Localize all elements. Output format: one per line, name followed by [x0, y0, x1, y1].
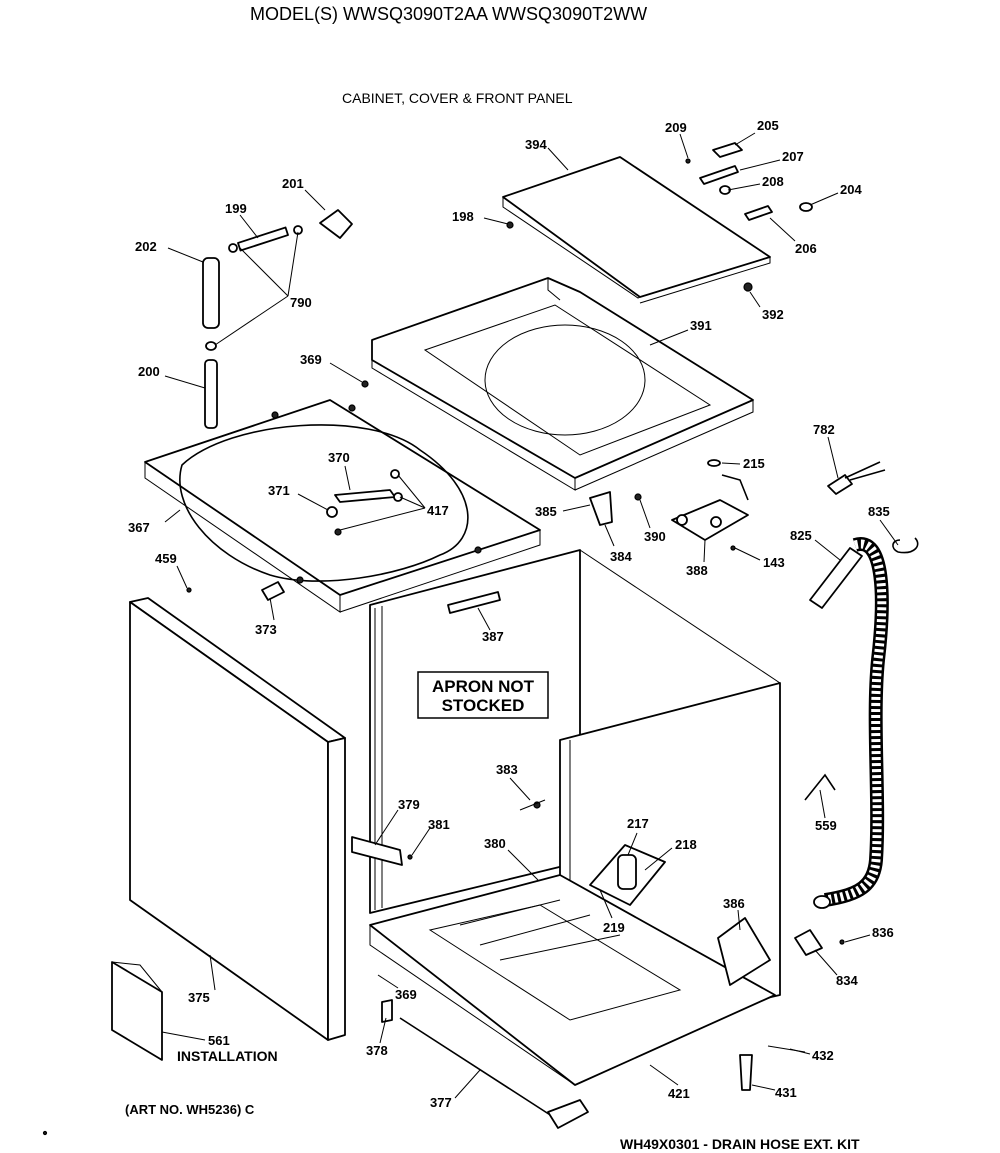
label-205: 205 — [757, 118, 779, 133]
label-378: 378 — [366, 1043, 388, 1058]
label-384: 384 — [610, 549, 632, 564]
front-panel-part — [129, 597, 346, 1041]
label-219: 219 — [603, 920, 625, 935]
installation-envelope — [111, 961, 163, 1061]
label-367: 367 — [128, 520, 150, 535]
label-417: 417 — [427, 503, 449, 518]
drain-hose-kit-note: WH49X0301 - DRAIN HOSE EXT. KIT — [620, 1136, 860, 1152]
drain-hose-part — [809, 537, 889, 909]
label-386: 386 — [723, 896, 745, 911]
part-labels: 394 209 205 207 208 204 206 198 392 391 … — [128, 118, 894, 1110]
label-387: 387 — [482, 629, 504, 644]
hinge-parts — [506, 142, 813, 292]
label-208: 208 — [762, 174, 784, 189]
label-375: 375 — [188, 990, 210, 1005]
label-369-bottom: 369 — [395, 987, 417, 1002]
label-369-top: 369 — [300, 352, 322, 367]
label-200: 200 — [138, 364, 160, 379]
label-381: 381 — [428, 817, 450, 832]
label-561: 561 — [208, 1033, 230, 1048]
label-379: 379 — [398, 797, 420, 812]
label-459: 459 — [155, 551, 177, 566]
label-198: 198 — [452, 209, 474, 224]
label-202: 202 — [135, 239, 157, 254]
label-218: 218 — [675, 837, 697, 852]
label-207: 207 — [782, 149, 804, 164]
label-421: 421 — [668, 1086, 690, 1101]
suspension-parts — [202, 209, 353, 429]
label-782: 782 — [813, 422, 835, 437]
label-835: 835 — [868, 504, 890, 519]
label-836: 836 — [872, 925, 894, 940]
label-834: 834 — [836, 973, 858, 988]
label-392: 392 — [762, 307, 784, 322]
label-377: 377 — [430, 1095, 452, 1110]
control-hardware — [589, 459, 919, 554]
label-380: 380 — [484, 836, 506, 851]
label-204: 204 — [840, 182, 862, 197]
label-217: 217 — [627, 816, 649, 831]
label-370: 370 — [328, 450, 350, 465]
lid-part — [502, 156, 771, 304]
section-title: CABINET, COVER & FRONT PANEL — [342, 90, 573, 106]
label-385: 385 — [535, 504, 557, 519]
art-number: (ART NO. WH5236) C — [125, 1102, 255, 1117]
model-line: MODEL(S) WWSQ3090T2AA WWSQ3090T2WW — [250, 4, 647, 24]
label-383: 383 — [496, 762, 518, 777]
label-825: 825 — [790, 528, 812, 543]
label-199: 199 — [225, 201, 247, 216]
label-201: 201 — [282, 176, 304, 191]
apron-note-box: APRON NOT STOCKED — [417, 671, 549, 719]
label-209: 209 — [665, 120, 687, 135]
label-215: 215 — [743, 456, 765, 471]
base-hardware — [186, 380, 403, 601]
apron-note-line1: APRON NOT — [432, 677, 535, 696]
label-432: 432 — [812, 1048, 834, 1063]
label-559: 559 — [815, 818, 837, 833]
label-373: 373 — [255, 622, 277, 637]
installation-label: INSTALLATION — [177, 1048, 278, 1064]
top-cover-part — [371, 277, 754, 491]
label-790: 790 — [290, 295, 312, 310]
leader-lines — [161, 132, 899, 1099]
cabinet-part — [351, 549, 845, 1129]
label-206: 206 — [795, 241, 817, 256]
label-388: 388 — [686, 563, 708, 578]
apron-note-line2: STOCKED — [442, 696, 525, 715]
label-371: 371 — [268, 483, 290, 498]
label-391: 391 — [690, 318, 712, 333]
label-390: 390 — [644, 529, 666, 544]
label-431: 431 — [775, 1085, 797, 1100]
label-394: 394 — [525, 137, 547, 152]
label-143: 143 — [763, 555, 785, 570]
